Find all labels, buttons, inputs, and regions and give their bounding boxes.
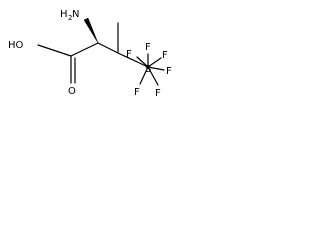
fluorine-label-4: F bbox=[155, 88, 161, 99]
bonds bbox=[37, 17, 165, 86]
carbonyl-oxygen-label: O bbox=[68, 86, 76, 97]
fluorine-label-3: F bbox=[166, 66, 172, 77]
bond-c4-f3 bbox=[147, 66, 165, 71]
bond-c2-c3 bbox=[97, 42, 119, 54]
bond-c4-f2 bbox=[147, 57, 162, 68]
amine-h-label: H bbox=[60, 9, 68, 20]
bond-c4-f5 bbox=[139, 66, 149, 85]
fluorine-label-2: F bbox=[162, 50, 168, 61]
sf5-sulfur-label: S bbox=[145, 64, 151, 75]
bond-c1-oh bbox=[37, 44, 72, 57]
bond-c2-n-wedge bbox=[83, 17, 99, 44]
fluorine-label-5: F bbox=[134, 87, 140, 98]
fluorine-label-1: F bbox=[145, 42, 151, 53]
bond-c1-c2 bbox=[70, 42, 99, 57]
fluorine-label-6: F bbox=[126, 49, 132, 60]
amine-subscript-label: 2 bbox=[68, 14, 72, 22]
bond-c3-c4 bbox=[117, 52, 149, 68]
bond-c4-f6 bbox=[136, 56, 149, 68]
hydroxyl-label: HO bbox=[8, 40, 24, 51]
atom-labels: H 2 N HO O S F F F F F F bbox=[8, 9, 172, 99]
molecule-structure-diagram: H 2 N HO O S F F F F F F bbox=[8, 9, 172, 99]
bond-c4-f4 bbox=[147, 66, 159, 86]
amine-n-label: N bbox=[72, 9, 79, 20]
